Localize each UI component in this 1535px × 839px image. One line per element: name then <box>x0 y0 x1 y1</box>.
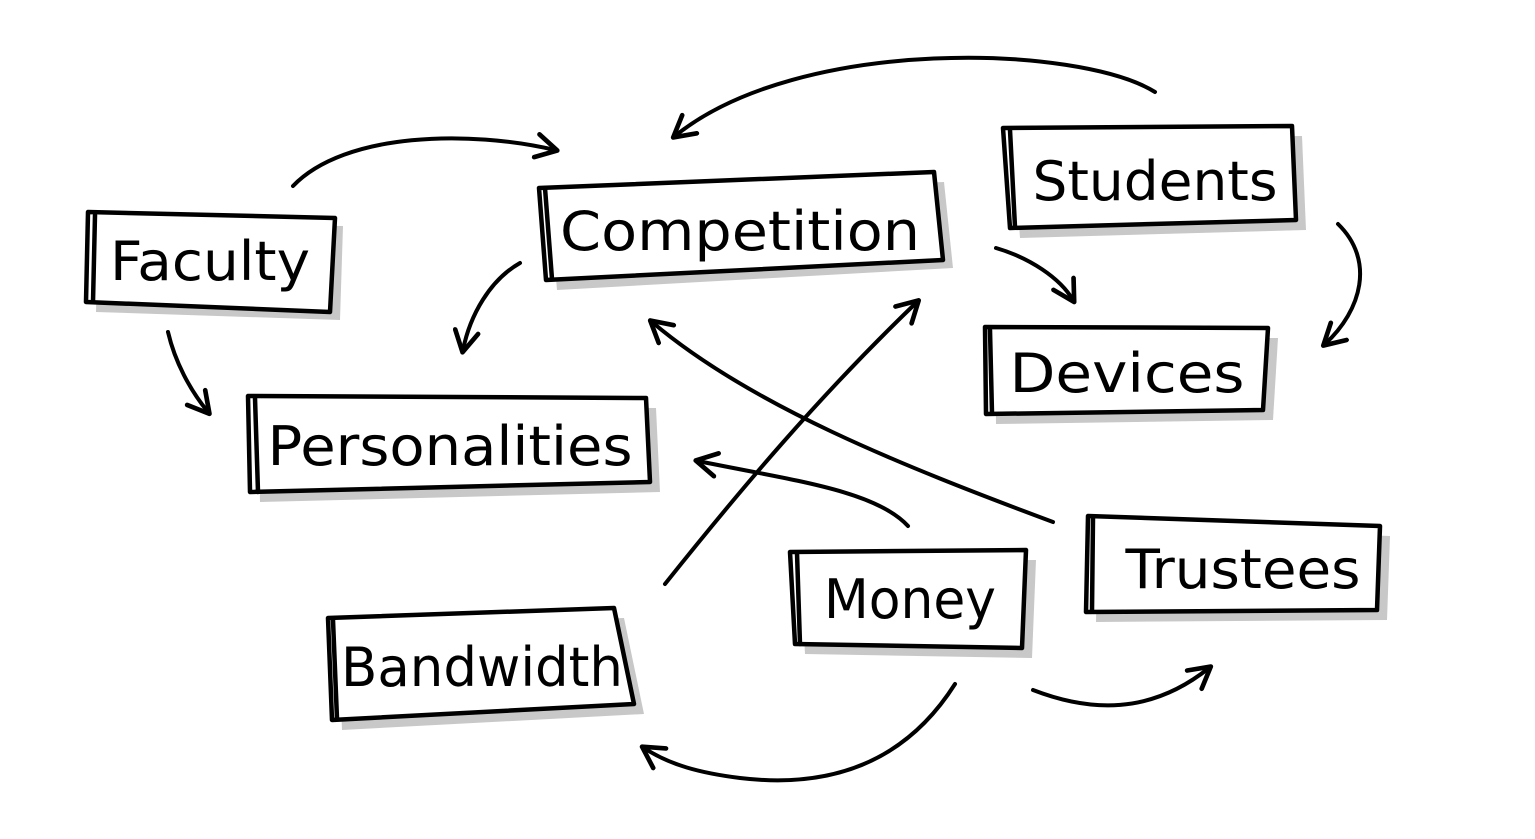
arrow-students-to-competition <box>670 55 1157 140</box>
node-faculty: Faculty <box>83 209 343 320</box>
node-trustees: Trustees <box>1083 513 1390 622</box>
arrow-competition-to-devices <box>994 246 1077 305</box>
arrow-competition-to-personalities <box>452 261 522 355</box>
node-students-label: Students <box>1033 150 1278 213</box>
arrow-students-to-devices <box>1320 222 1362 348</box>
arrow-trustees-to-competition <box>647 318 1055 524</box>
arrow-faculty-to-personalities <box>166 330 212 417</box>
node-bandwidth-label: Bandwidth <box>341 636 623 699</box>
node-trustees-label: Trustees <box>1124 538 1360 601</box>
node-personalities-label: Personalities <box>268 415 633 478</box>
node-personalities: Personalities <box>245 393 660 502</box>
node-faculty-label: Faculty <box>110 230 310 293</box>
node-devices: Devices <box>982 324 1278 424</box>
node-money-label: Money <box>824 568 996 631</box>
arrow-faculty-to-competition <box>291 132 560 188</box>
node-bandwidth: Bandwidth <box>325 605 644 730</box>
arrow-money-to-personalities <box>693 451 910 528</box>
node-devices-label: Devices <box>1010 342 1245 405</box>
node-competition-label: Competition <box>560 200 920 263</box>
node-students: Students <box>1000 123 1306 238</box>
edges <box>166 55 1362 783</box>
arrow-money-to-bandwidth <box>639 682 957 783</box>
node-money: Money <box>787 547 1036 658</box>
arrow-bandwidth-to-competition <box>663 298 922 586</box>
node-competition: Competition <box>536 169 953 290</box>
arrow-money-to-trustees <box>1031 664 1214 708</box>
